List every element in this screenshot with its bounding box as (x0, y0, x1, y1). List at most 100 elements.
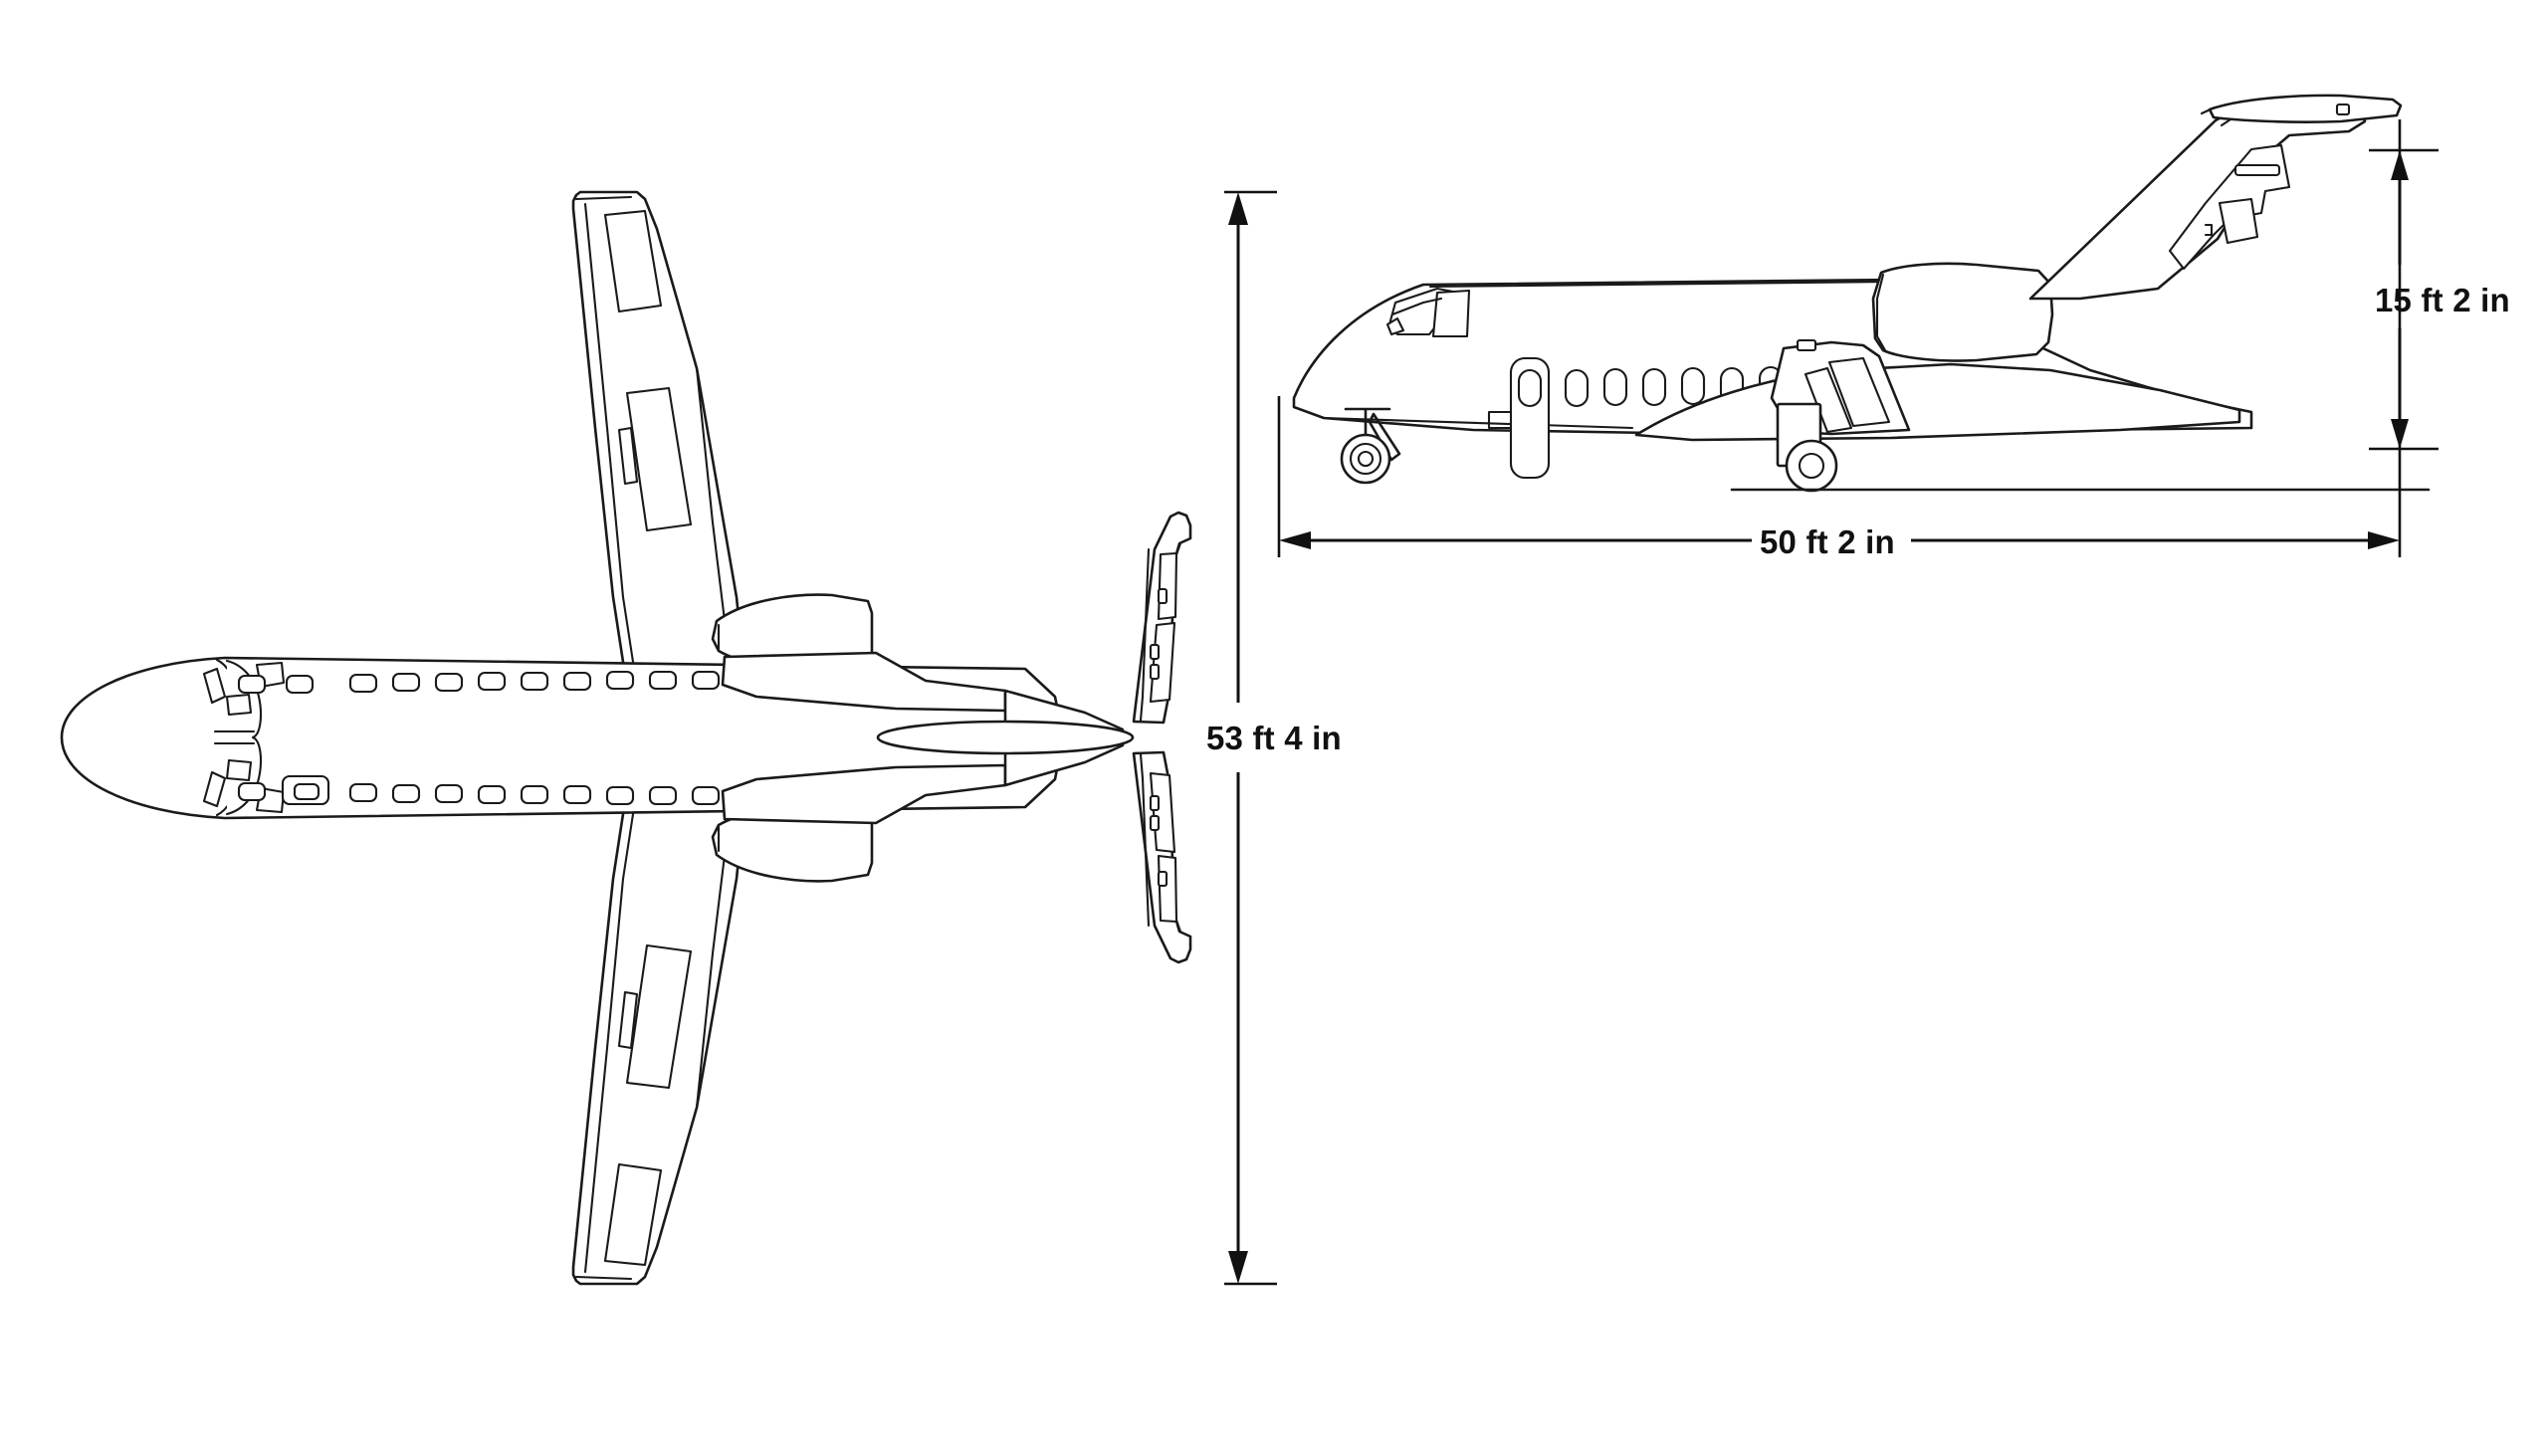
window-top-5 (520, 671, 549, 692)
side-view-cockpit (1385, 287, 1471, 338)
window-bottom-6 (562, 784, 592, 805)
cabin-window-1 (1564, 368, 1590, 408)
cockpit-window-corner (1385, 316, 1405, 336)
wing-lower-tip-cap (574, 1275, 635, 1286)
wing-upper-trailing-inner (695, 366, 729, 639)
cockpit-window-frame-line (1390, 297, 1443, 316)
cabin-window-2 (1602, 367, 1628, 407)
windscreen-lower-pane (202, 770, 227, 808)
dimension-height: 15 ft 2 in (2369, 148, 2510, 451)
side-view-nose-gear (1340, 407, 1401, 485)
hstab-side (2208, 94, 2403, 123)
wingspan-label: 53 ft 4 in (1206, 720, 1342, 756)
window-top-9 (691, 670, 721, 691)
side-view-engine (1871, 262, 2054, 362)
window-bottom-4 (477, 784, 507, 805)
windscreen-upper-pane (202, 667, 227, 705)
rudder-lower-segment (2218, 197, 2259, 245)
length-arrow-right (2368, 531, 2400, 549)
side-view-horizontal-stabilizer (2200, 94, 2403, 123)
hstab-lower-hinge-1 (1149, 814, 1161, 832)
wing-lower-flap (625, 943, 693, 1090)
vertical-stab-side (2028, 102, 2367, 301)
entry-door-window-side (1517, 368, 1543, 408)
rudder-hinge-notch (2204, 223, 2214, 237)
window-bottom-1 (348, 782, 378, 803)
wing-lower-leading-edge (583, 799, 637, 1274)
top-view-engine-upper (711, 593, 1007, 713)
wing-lower-aileron (603, 1162, 663, 1267)
window-bottom-a (237, 781, 267, 802)
window-top-4 (477, 671, 507, 692)
cabin-window-3 (1641, 367, 1667, 407)
window-top-3 (434, 672, 464, 693)
window-bottom-3 (434, 783, 464, 804)
cockpit-window-rear (1431, 289, 1471, 338)
top-view-hstab-lower (1132, 750, 1192, 964)
wing-root-panel-1 (1827, 356, 1891, 428)
main-wheel-outer (1785, 439, 1838, 493)
main-wheel-hub (1798, 452, 1825, 480)
wingspan-arrow-bottom (1228, 1251, 1248, 1284)
side-view-group (1292, 94, 2431, 493)
window-top-b (285, 674, 315, 695)
vstab-vent (2233, 163, 2281, 177)
dimension-wingspan: 53 ft 4 in (1206, 190, 1342, 1286)
wing-upper-aileron (603, 209, 663, 313)
wing-upper-leading-edge (583, 202, 637, 677)
hstab-upper-hinge-2 (1149, 663, 1161, 681)
nose-wheel-hub (1357, 450, 1375, 468)
top-view-wing-lower (571, 799, 746, 1286)
windscreen-pane-left (225, 693, 253, 717)
window-top-8 (648, 670, 678, 691)
vertical-stab-plan (876, 720, 1135, 755)
top-view-vertical-stabilizer (876, 720, 1135, 755)
fuselage-crown-line (1428, 280, 1898, 289)
window-top-7 (605, 670, 635, 691)
hstab-upper-hinge-1 (1149, 643, 1161, 661)
nose-wheel-mid (1349, 442, 1382, 476)
hstab-upper-elevator-outer (1157, 551, 1178, 621)
fuselage-belly-line (1322, 416, 1634, 430)
side-view-door (1487, 356, 1551, 480)
window-top-a (237, 674, 267, 695)
hstab-side-hinge (2335, 103, 2351, 116)
engine-nacelle-side (1871, 262, 2054, 362)
window-bottom-7 (605, 785, 635, 806)
hstab-upper-leading (1139, 547, 1151, 723)
length-arrow-left (1279, 531, 1311, 549)
side-view-vertical-stabilizer (2028, 102, 2367, 301)
top-view-engine-lower (711, 763, 1007, 883)
entry-door-window-plan (293, 782, 320, 801)
nose-gear-drag-link (1368, 412, 1401, 462)
top-view-wing-upper (571, 190, 746, 677)
top-view-windows-upper (237, 670, 721, 695)
wing-upper-tip-cap (574, 190, 635, 201)
door-handle (1487, 410, 1513, 430)
window-bottom-8 (648, 785, 678, 806)
hstab-upper-hinge-3 (1157, 587, 1168, 605)
wing-lower-vane (617, 990, 639, 1050)
wing-root-tab (1796, 338, 1817, 352)
window-top-2 (391, 672, 421, 693)
windscreen-pane-right (225, 758, 253, 782)
top-view-group (60, 190, 1192, 1286)
hstab-side-root (2200, 105, 2217, 115)
hstab-lower-hinge-2 (1149, 794, 1161, 812)
windscreen-center-band (213, 729, 256, 745)
hstab-lower-elevator-outer (1157, 854, 1178, 924)
wingspan-arrow-top (1228, 192, 1248, 225)
nose-wheel-outer (1340, 433, 1391, 485)
hstab-lower-hinge-3 (1157, 870, 1168, 888)
height-label: 15 ft 2 in (2375, 282, 2510, 318)
wing-upper-vane (617, 426, 639, 486)
top-view-windows-lower (237, 774, 721, 806)
wing-lower-trailing-inner (695, 837, 729, 1110)
window-bottom-2 (391, 783, 421, 804)
wing-upper-flap (625, 386, 693, 532)
engine-intake-lip-side (1875, 273, 1887, 352)
window-top-1 (348, 673, 378, 694)
hstab-lower-leading (1139, 752, 1151, 928)
